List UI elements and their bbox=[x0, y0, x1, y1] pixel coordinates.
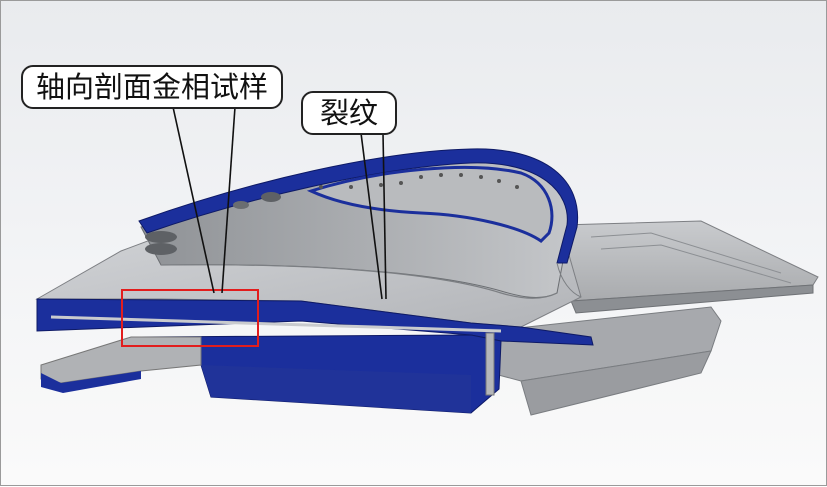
specimen-highlight-box bbox=[121, 289, 259, 347]
leader-specimen-1 bbox=[172, 106, 215, 294]
platform-section-cut bbox=[36, 298, 594, 346]
leading-edge-hole bbox=[145, 231, 177, 243]
callout-axial-specimen: 轴向剖面金相试样 bbox=[21, 65, 283, 109]
vertical-rib bbox=[485, 332, 495, 396]
lower-section-front bbox=[201, 365, 471, 413]
platform-right-edge bbox=[570, 284, 814, 314]
callout-crack: 裂纹 bbox=[301, 91, 397, 135]
leader-crack-1 bbox=[360, 132, 383, 300]
cooling-holes bbox=[319, 173, 519, 189]
leader-crack-2 bbox=[382, 132, 387, 300]
platform-right-grooves bbox=[590, 232, 782, 274]
root-fillet bbox=[160, 264, 558, 299]
cooling-channel bbox=[50, 315, 502, 333]
airfoil-cavity-rib bbox=[306, 165, 554, 243]
left-tang-blue bbox=[41, 371, 141, 393]
lower-block-side bbox=[520, 350, 712, 416]
leader-specimen-2 bbox=[221, 106, 236, 294]
airfoil-section-rim bbox=[138, 148, 579, 264]
